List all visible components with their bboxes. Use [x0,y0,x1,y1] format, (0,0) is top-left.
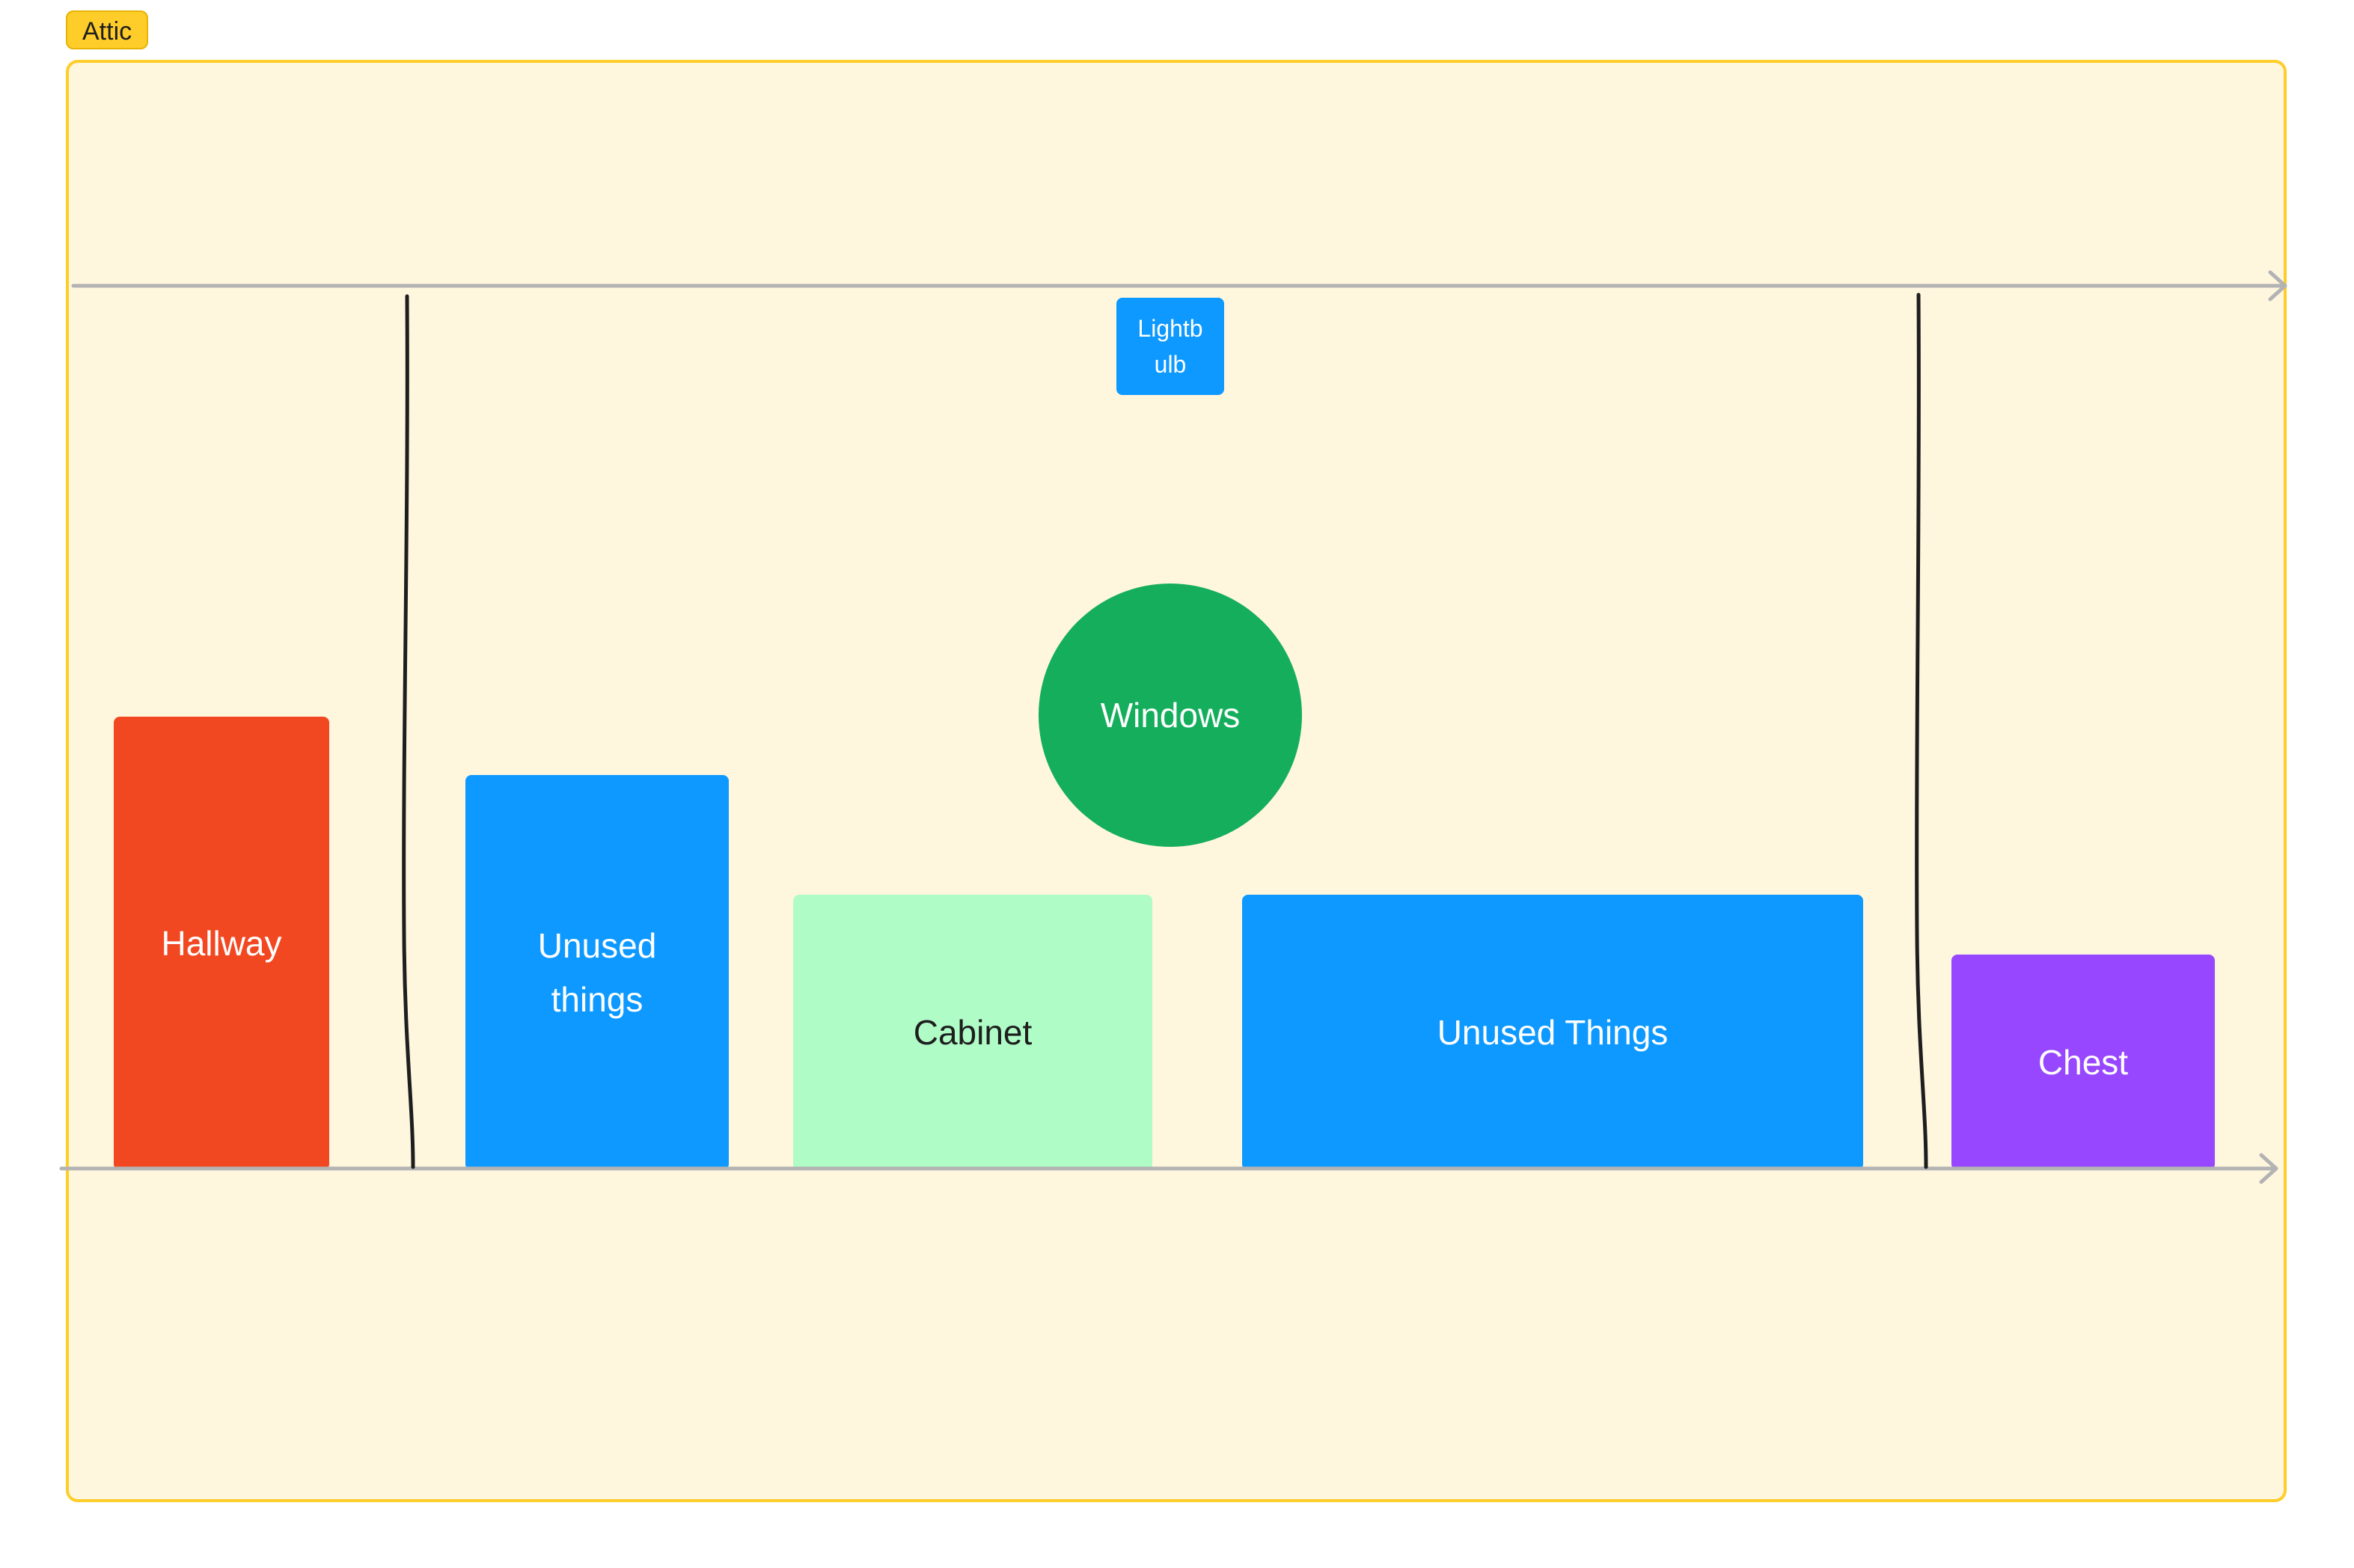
frame-title[interactable]: Attic [66,10,149,49]
lightbulb-node[interactable]: Lightb ulb [1116,298,1224,395]
cabinet-node[interactable]: Cabinet [793,895,1152,1170]
windows-node[interactable]: Windows [1039,584,1302,847]
unused-things-label-1: Unused things [537,926,657,1019]
windows-label: Windows [1100,696,1241,735]
unused-things-node-2[interactable]: Unused Things [1242,895,1863,1170]
chest-label: Chest [2037,1043,2129,1082]
hallway-label: Hallway [161,924,282,963]
lightbulb-label: Lightb ulb [1137,315,1203,378]
hallway-node[interactable]: Hallway [114,717,329,1170]
chest-node[interactable]: Chest [1951,955,2215,1170]
unused-things-label-2: Unused Things [1437,1013,1669,1052]
unused-things-node-1[interactable]: Unused things [465,775,729,1170]
cabinet-label: Cabinet [913,1013,1033,1052]
